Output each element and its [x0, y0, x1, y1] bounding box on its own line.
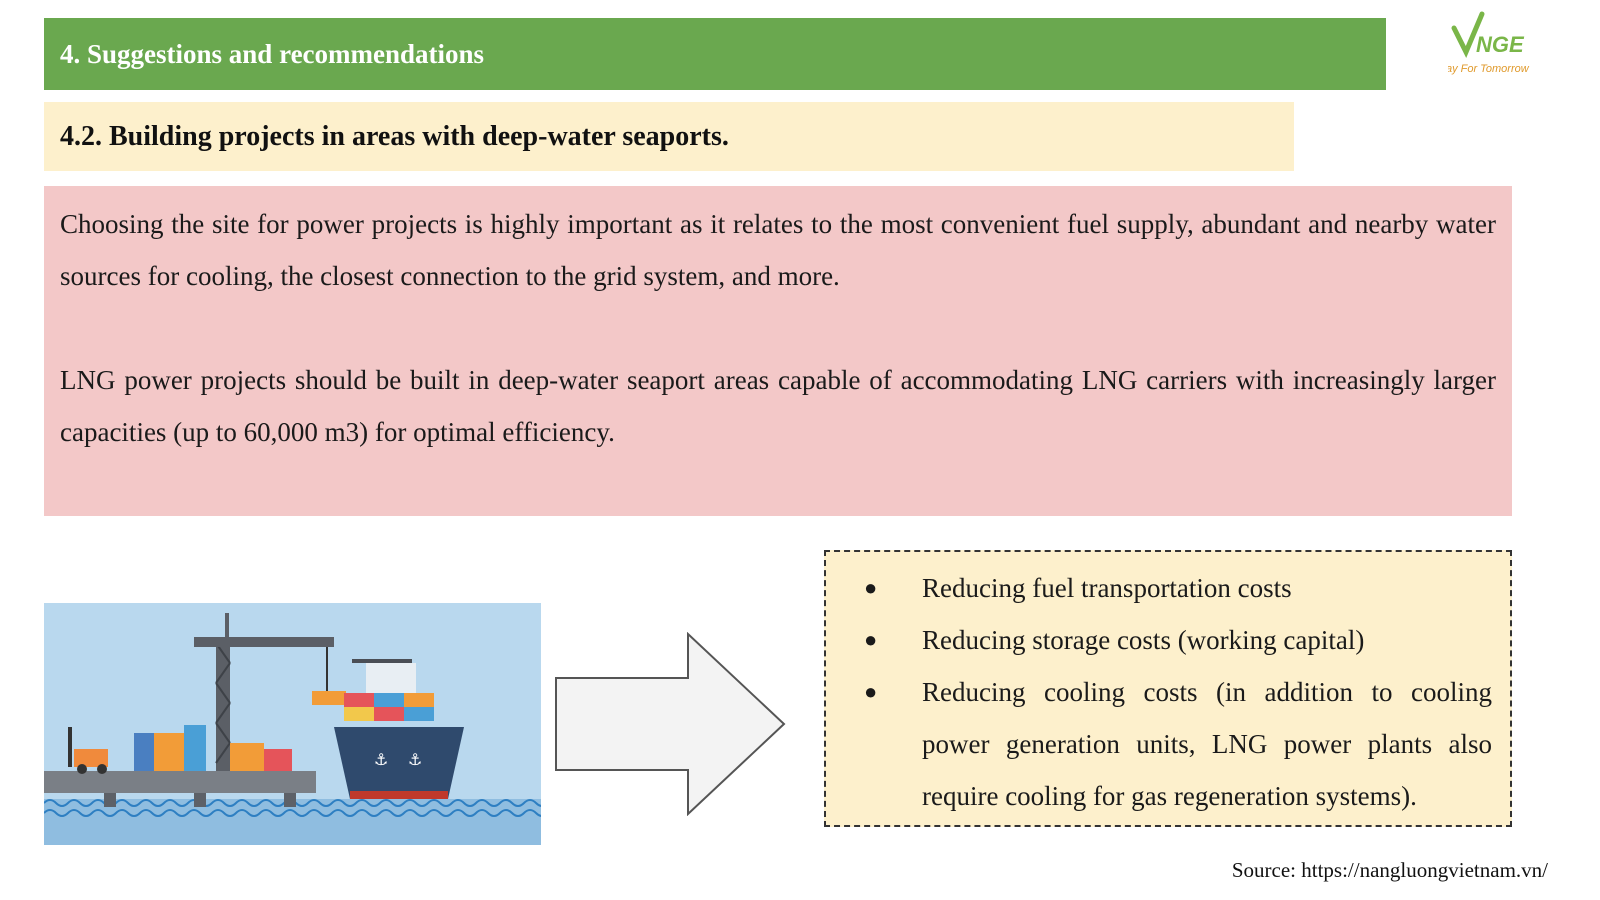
container-stack	[134, 733, 154, 771]
ship-container	[344, 707, 374, 721]
list-item: ● Reducing storage costs (working capita…	[826, 614, 1492, 666]
logo-v-mark	[1451, 11, 1485, 58]
container-stack	[230, 743, 264, 771]
arrow-shape	[555, 632, 786, 816]
ship-hull	[334, 727, 464, 799]
ship-container	[344, 693, 374, 707]
container-stack	[184, 725, 206, 771]
container-stack	[154, 733, 184, 771]
source-citation: Source: https://nangluongvietnam.vn/	[1231, 858, 1548, 882]
benefits-box: ● Reducing fuel transportation costs ● R…	[824, 550, 1512, 827]
ship-railing	[352, 659, 412, 663]
pier-post	[284, 793, 296, 807]
section-title: 4. Suggestions and recommendations	[60, 38, 485, 69]
right-arrow-icon	[555, 632, 786, 816]
paragraph-site-selection: Choosing the site for power projects is …	[60, 209, 1496, 291]
explanation-box: Choosing the site for power projects is …	[44, 186, 1512, 516]
anchor-icon: ⚓	[374, 750, 388, 769]
benefits-list: ● Reducing fuel transportation costs ● R…	[826, 562, 1492, 822]
benefit-text: Reducing storage costs (working capital)	[922, 625, 1365, 655]
ship-container	[404, 707, 434, 721]
ship-waterline	[350, 791, 448, 799]
forklift-wheel	[77, 764, 87, 774]
list-item: ● Reducing cooling costs (in addition to…	[826, 666, 1492, 822]
container-stack	[264, 749, 292, 771]
bullet-icon: ●	[864, 627, 878, 652]
paragraph-lng-seaports: LNG power projects should be built in de…	[60, 365, 1496, 447]
list-item: ● Reducing fuel transportation costs	[826, 562, 1492, 614]
bullet-icon: ●	[864, 575, 878, 600]
pier-post	[104, 793, 116, 807]
logo-tagline: Today For Tomorrow	[1448, 63, 1530, 75]
subsection-header: 4.2. Building projects in areas with dee…	[44, 102, 1294, 171]
section-header: 4. Suggestions and recommendations	[44, 18, 1386, 90]
crane-lattice	[215, 642, 231, 764]
logo-wordmark: NGE	[1476, 32, 1525, 57]
ship-container	[374, 693, 404, 707]
pier-post	[194, 793, 206, 807]
benefit-text: Reducing cooling costs (in addition to c…	[922, 677, 1492, 811]
benefit-text: Reducing fuel transportation costs	[922, 573, 1292, 603]
ship-container	[404, 693, 434, 707]
anchor-icon: ⚓	[408, 750, 422, 769]
wave-line	[44, 809, 541, 817]
pier-deck	[44, 771, 316, 793]
ship-container	[374, 707, 404, 721]
crane-mast	[225, 613, 229, 639]
forklift-mast	[68, 727, 72, 767]
vnge-logo: NGE Today For Tomorrow	[1448, 11, 1530, 75]
forklift-wheel	[97, 764, 107, 774]
bullet-icon: ●	[864, 679, 878, 704]
subsection-title: 4.2. Building projects in areas with dee…	[60, 120, 729, 152]
ship-bridge	[366, 663, 416, 693]
crane-boom	[194, 637, 334, 647]
seaport-illustration: ⚓ ⚓	[44, 603, 541, 845]
forklift	[74, 749, 108, 767]
hanging-container	[312, 691, 346, 705]
